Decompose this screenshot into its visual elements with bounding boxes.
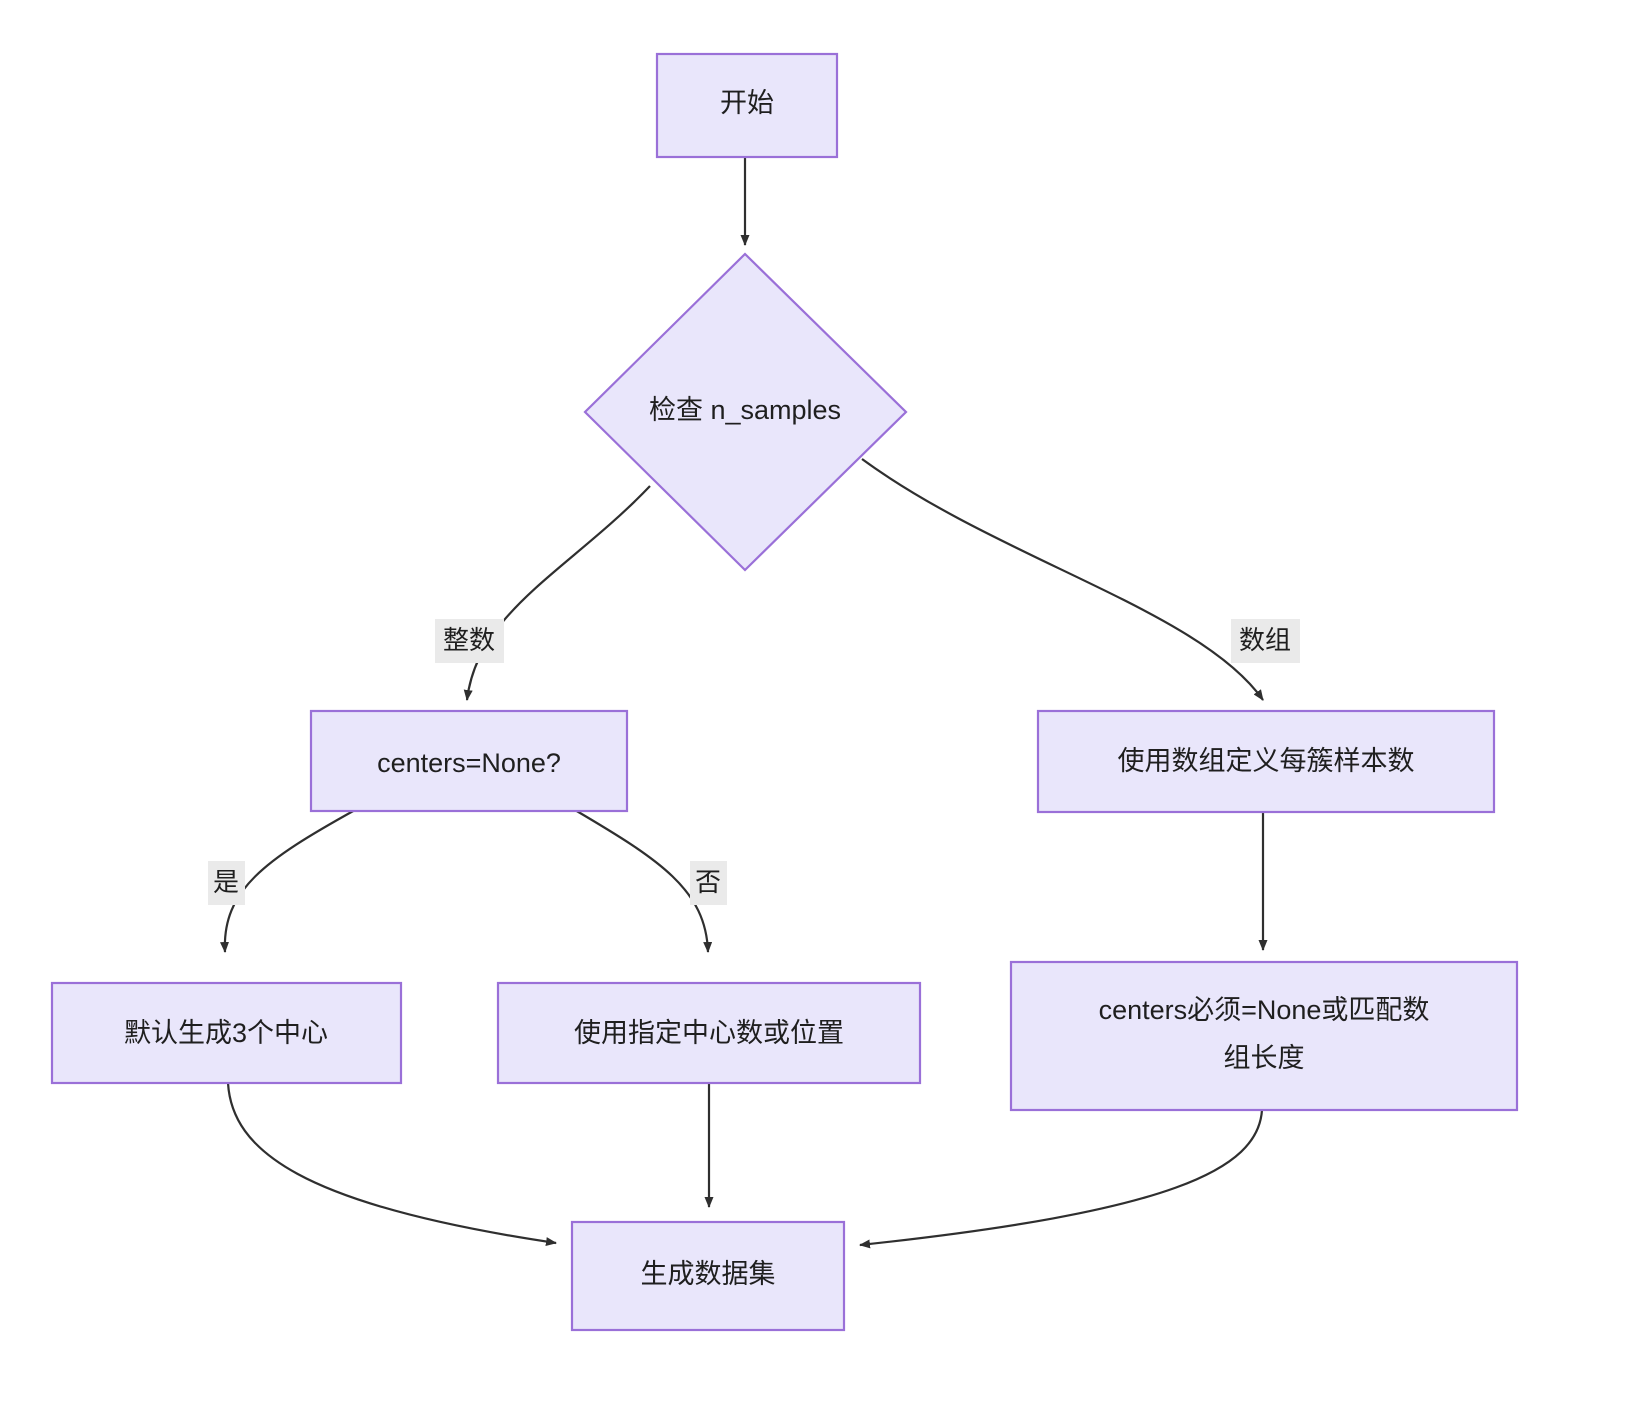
node-array-defines-cluster-sizes[interactable]: 使用数组定义每簇样本数 (1036, 709, 1496, 814)
node-specified-label: 使用指定中心数或位置 (574, 1018, 844, 1048)
edges-layer (220, 157, 1268, 1249)
edge-labels-layer: 整数 数组 是 否 (208, 619, 1300, 905)
edge-centers-none-to-specified (574, 809, 713, 953)
edge-label-array: 数组 (1231, 619, 1300, 663)
edge-label-yes: 是 (208, 861, 245, 905)
node-generate-label: 生成数据集 (641, 1259, 776, 1289)
node-must-match-label-line1: centers必须=None或匹配数 (1099, 995, 1430, 1025)
node-default-three-centers[interactable]: 默认生成3个中心 (50, 981, 403, 1085)
node-start-label: 开始 (720, 88, 774, 118)
edge-label-no-text: 否 (695, 867, 721, 897)
node-centers-none[interactable]: centers=None? (309, 709, 629, 813)
node-centers-none-label: centers=None? (377, 748, 561, 778)
edge-label-integer: 整数 (435, 619, 504, 663)
edge-label-array-text: 数组 (1239, 625, 1291, 655)
node-check-label: 检查 n_samples (649, 395, 841, 425)
node-use-specified-centers[interactable]: 使用指定中心数或位置 (496, 981, 922, 1085)
edge-centers-none-to-default3 (220, 809, 356, 953)
nodes-layer: 开始 检查 n_samples centers=None? 使用数组定义每簇样本… (50, 52, 1519, 1332)
edge-must-match-to-generate (859, 1109, 1264, 1249)
node-must-match-label-line2: 组长度 (1224, 1043, 1305, 1073)
node-array-def-label: 使用数组定义每簇样本数 (1118, 746, 1415, 776)
node-default3-label: 默认生成3个中心 (124, 1018, 328, 1048)
edge-label-yes-text: 是 (213, 867, 239, 897)
edge-label-integer-text: 整数 (443, 625, 495, 655)
edge-default3-to-generate (226, 1082, 557, 1246)
node-centers-must-match[interactable]: centers必须=None或匹配数 组长度 (1009, 960, 1519, 1112)
edge-check-to-array-def (861, 458, 1264, 701)
node-generate-dataset[interactable]: 生成数据集 (570, 1220, 846, 1332)
node-start[interactable]: 开始 (655, 52, 839, 159)
edge-label-no: 否 (690, 861, 727, 905)
edge-check-to-centers-none (463, 485, 651, 701)
node-check-n-samples[interactable]: 检查 n_samples (583, 252, 908, 572)
